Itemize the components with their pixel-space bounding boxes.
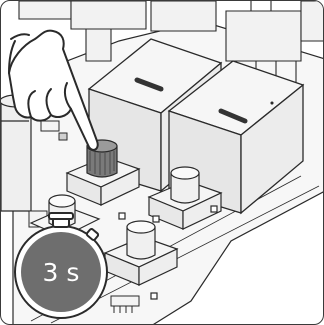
timer-label: 3 s <box>43 258 80 287</box>
push-button <box>147 166 223 230</box>
push-button <box>103 220 179 300</box>
background-components <box>18 1 323 96</box>
pointing-hand-icon <box>8 29 99 151</box>
stopwatch-icon: 3 s <box>14 212 108 319</box>
